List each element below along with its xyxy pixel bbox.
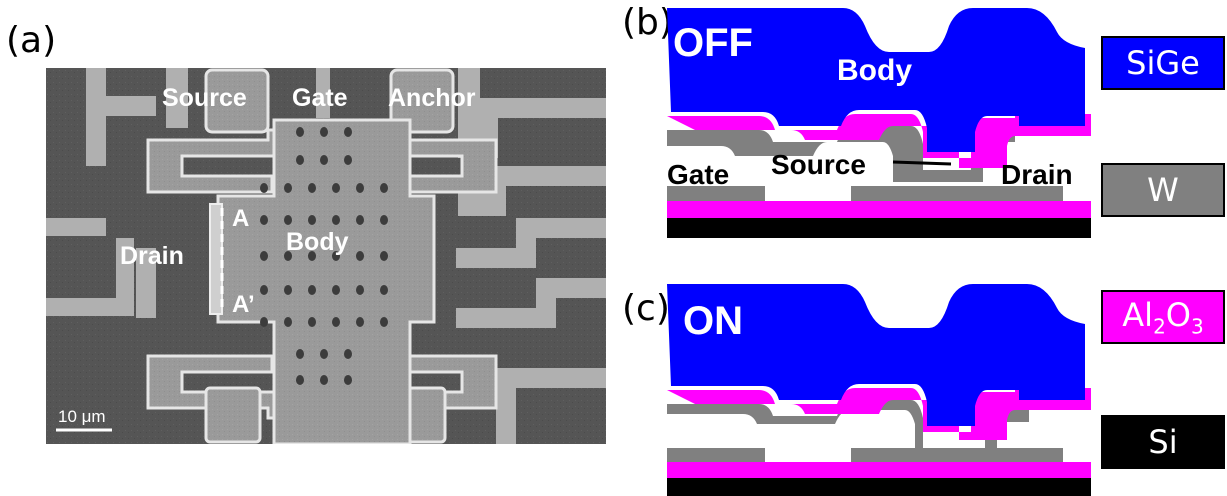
off-body-label: Body bbox=[837, 54, 912, 87]
legend-w-label: W bbox=[1147, 171, 1179, 209]
legend-sige-label: SiGe bbox=[1126, 44, 1200, 82]
legend-al2o3: Al2O3 bbox=[1101, 290, 1225, 344]
off-source-label: Source bbox=[771, 149, 866, 180]
on-state-label: ON bbox=[683, 299, 743, 343]
cross-section-off: OFF Body Source Gate Drain bbox=[667, 8, 1091, 238]
off-gate-label: Gate bbox=[667, 159, 729, 190]
panel-label-a: (a) bbox=[6, 20, 56, 61]
scale-bar-label: 10 μm bbox=[58, 407, 106, 426]
cross-section-on: ON bbox=[667, 284, 1091, 496]
sem-image: Source Gate Anchor Drain Body A A’ 10 μm bbox=[46, 68, 606, 444]
panel-label-b: (b) bbox=[622, 2, 673, 43]
legend-si-label: Si bbox=[1148, 423, 1177, 461]
off-state-label: OFF bbox=[673, 21, 753, 65]
off-drain-label: Drain bbox=[1001, 159, 1073, 190]
legend-w: W bbox=[1101, 163, 1225, 217]
sem-label-a-prime: A’ bbox=[232, 291, 255, 318]
sem-label-anchor: Anchor bbox=[388, 84, 476, 112]
sem-label-source: Source bbox=[162, 84, 247, 112]
sem-label-gate: Gate bbox=[292, 84, 348, 112]
legend-al2o3-label: Al2O3 bbox=[1122, 296, 1203, 338]
sem-label-a: A bbox=[232, 205, 249, 232]
legend-si: Si bbox=[1101, 415, 1225, 469]
legend-sige: SiGe bbox=[1101, 36, 1225, 90]
sem-label-drain: Drain bbox=[120, 242, 184, 270]
sem-label-body: Body bbox=[286, 228, 349, 256]
panel-label-c: (c) bbox=[622, 288, 670, 329]
